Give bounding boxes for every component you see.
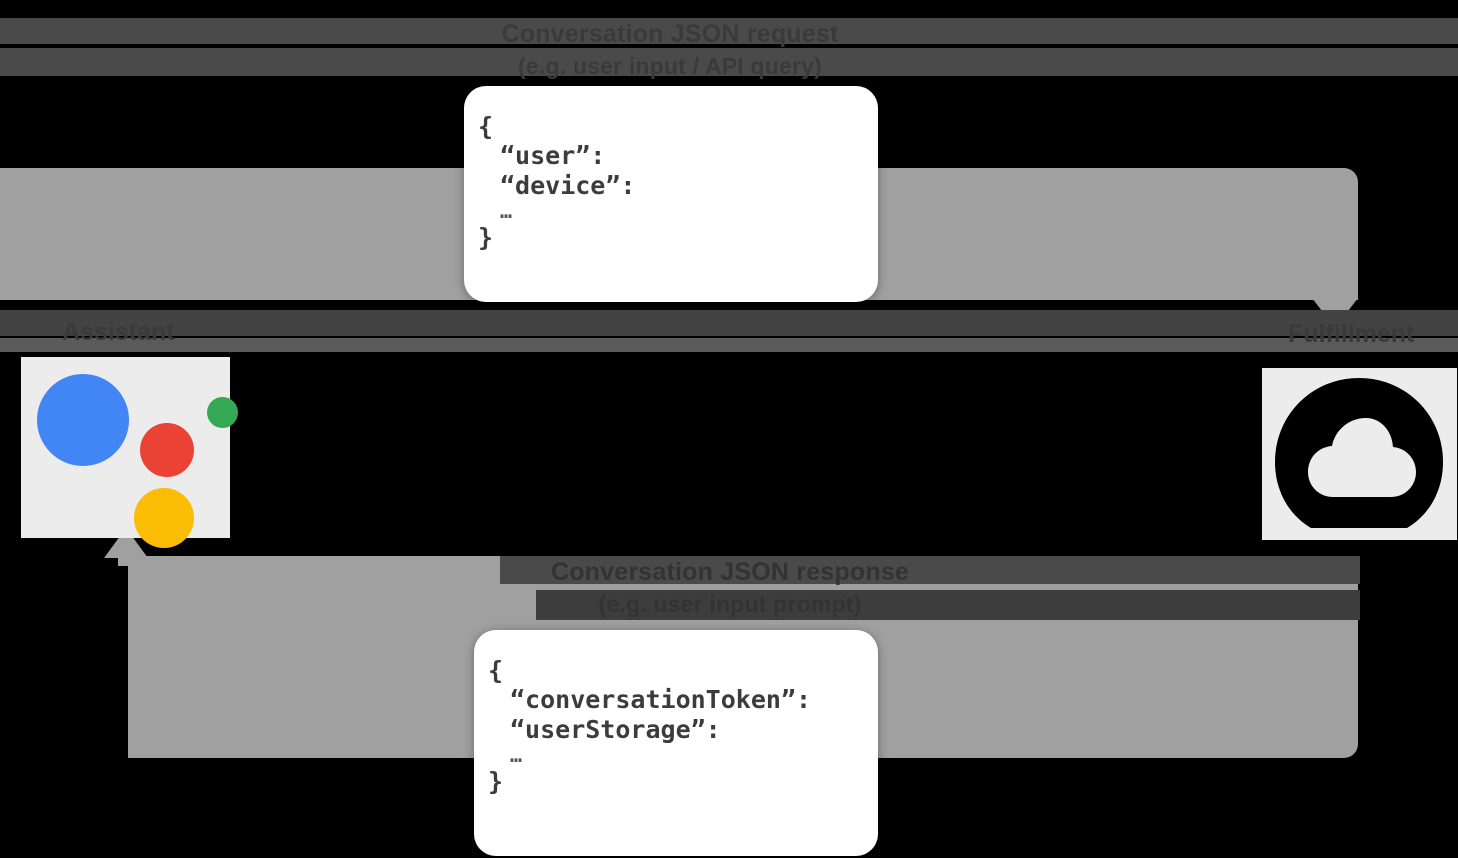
- json-line: }: [488, 767, 504, 797]
- assistant-dot-blue: [37, 374, 129, 466]
- assistant-dot-green: [207, 397, 238, 428]
- json-line: …: [500, 198, 513, 223]
- json-line: {: [478, 112, 494, 141]
- json-line: {: [488, 656, 504, 685]
- json-line: “conversationToken”:: [510, 685, 812, 715]
- response-json-card: { “conversationToken”: “userStorage”: … …: [474, 630, 878, 856]
- json-line: “device”:: [500, 170, 636, 200]
- json-line: …: [510, 742, 523, 767]
- request-caption-subtitle: (e.g. user input / API query): [518, 52, 822, 79]
- request-flow-caption: Conversation JSON request (e.g. user inp…: [0, 20, 1340, 79]
- assistant-dot-yellow: [134, 488, 194, 548]
- background-band-top-upper: [0, 18, 1458, 44]
- google-assistant-icon: [21, 357, 238, 548]
- json-line: “user”:: [500, 141, 606, 171]
- background-band-middle-upper: [0, 310, 1458, 336]
- json-line: }: [478, 223, 494, 253]
- background-band-middle-lower: [0, 338, 1458, 352]
- response-flow-caption: Conversation JSON response (e.g. user in…: [100, 558, 1360, 617]
- background-band-lower-upper: [500, 556, 1360, 584]
- background-band-lower-lower: [536, 590, 1360, 620]
- assistant-dot-red: [140, 423, 194, 477]
- response-arrow-stem: [118, 556, 134, 566]
- cloud-icon: [1262, 368, 1457, 540]
- response-caption-title: Conversation JSON response: [550, 558, 910, 586]
- response-caption-subtitle: (e.g. user input prompt): [598, 590, 862, 617]
- background-band-top-lower: [0, 48, 1458, 76]
- fulfillment-endpoint-label: Fulfillment: [1288, 320, 1415, 348]
- assistant-endpoint-label: Assistant: [62, 318, 175, 346]
- request-caption-title: Conversation JSON request: [501, 20, 839, 48]
- request-json-card: { “user”: “device”: … }: [464, 86, 878, 302]
- json-line: “userStorage”:: [510, 714, 721, 744]
